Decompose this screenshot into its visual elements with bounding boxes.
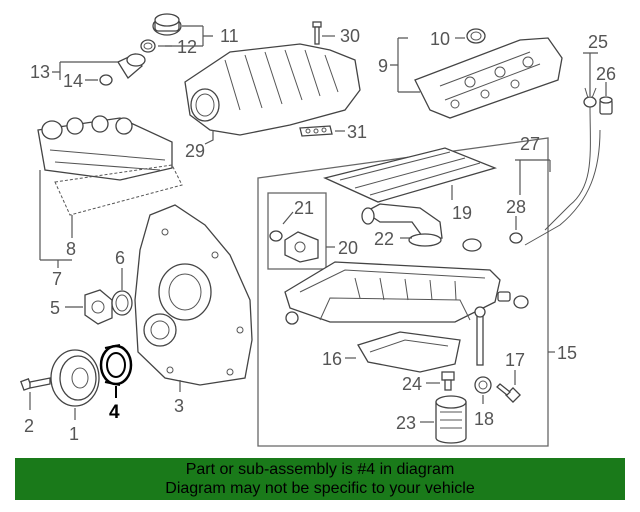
- filler-cap-seal[interactable]: [140, 39, 156, 53]
- callout-1: 1: [69, 424, 79, 444]
- callout-30: 30: [340, 26, 360, 46]
- timing-cover[interactable]: [134, 204, 253, 386]
- oil-pan-plug[interactable]: [497, 291, 529, 309]
- callout-14: 14: [63, 71, 83, 91]
- callout-16: 16: [322, 349, 342, 369]
- callout-5: 5: [50, 298, 60, 318]
- valve-cover-gasket[interactable]: [54, 164, 183, 216]
- manifold-gasket[interactable]: [299, 125, 333, 137]
- front-cover-housing[interactable]: [84, 289, 113, 325]
- callout-3: 3: [174, 396, 184, 416]
- callout-6: 6: [115, 248, 125, 268]
- oil-pickup-tube[interactable]: [361, 203, 443, 247]
- banner-line-2: Diagram may not be specific to your vehi…: [165, 480, 475, 497]
- callout-12: 12: [177, 37, 197, 57]
- filler-tube-oring[interactable]: [99, 74, 113, 86]
- callout-15: 15: [557, 343, 577, 363]
- callout-23: 23: [396, 413, 416, 433]
- info-banner: Part or sub-assembly is #4 in diagram Di…: [15, 458, 625, 500]
- callout-19: 19: [452, 203, 472, 223]
- dipstick-tube[interactable]: [524, 129, 601, 246]
- oil-pan-baffle[interactable]: [323, 147, 497, 203]
- engine-parts-diagram: 11 12 13 14 29 30 31: [20, 13, 616, 447]
- callout-11: 11: [220, 26, 239, 46]
- oil-pan-bolt[interactable]: [496, 383, 521, 403]
- dipstick-cap[interactable]: [599, 96, 613, 115]
- oil-filler-cap[interactable]: [152, 13, 182, 36]
- callout-20: 20: [338, 238, 358, 258]
- intake-manifold[interactable]: [184, 43, 361, 136]
- callout-22: 22: [374, 229, 394, 249]
- manifold-bolt[interactable]: [312, 21, 322, 45]
- oil-level-sensor[interactable]: [474, 306, 486, 366]
- callout-18: 18: [474, 409, 494, 429]
- oil-dipstick[interactable]: [544, 87, 597, 231]
- oil-pan-lower[interactable]: [357, 331, 461, 373]
- balancer-bolt[interactable]: [20, 377, 51, 391]
- oil-pan[interactable]: [284, 261, 501, 325]
- callout-8: 8: [66, 239, 76, 259]
- banner-line-1: Part or sub-assembly is #4 in diagram: [185, 461, 455, 478]
- callout-25: 25: [588, 32, 608, 52]
- callout-21: 21: [294, 198, 314, 218]
- callout-10: 10: [430, 29, 450, 49]
- oil-filler-tube[interactable]: [117, 53, 146, 79]
- oil-filter[interactable]: [435, 395, 467, 444]
- sensor-oring[interactable]: [269, 230, 283, 242]
- callout-4-highlighted: 4: [109, 402, 120, 423]
- front-crankshaft-seal[interactable]: [99, 344, 133, 386]
- housing-gasket[interactable]: [111, 290, 133, 316]
- dipstick-tube-seal[interactable]: [509, 232, 523, 244]
- oil-drain-plug[interactable]: [441, 371, 455, 391]
- callout-2: 2: [24, 416, 34, 436]
- callout-13: 13: [30, 62, 50, 82]
- valve-cover-left[interactable]: [37, 115, 173, 181]
- callout-28: 28: [506, 197, 526, 217]
- sealing-washer[interactable]: [474, 376, 492, 394]
- callout-7: 7: [52, 269, 62, 289]
- callout-29: 29: [185, 141, 205, 161]
- pickup-seal[interactable]: [462, 238, 482, 252]
- callout-9: 9: [378, 56, 388, 76]
- sensor-group-box: [267, 192, 327, 270]
- callout-31: 31: [347, 122, 367, 142]
- valve-cover-seal[interactable]: [466, 28, 486, 44]
- callout-24: 24: [402, 374, 422, 394]
- callout-17: 17: [505, 350, 525, 370]
- callout-26: 26: [596, 64, 616, 84]
- valve-cover-right[interactable]: [414, 37, 563, 119]
- callout-27: 27: [520, 134, 540, 154]
- oil-pressure-sensor[interactable]: [284, 231, 319, 263]
- harmonic-balancer[interactable]: [50, 349, 100, 407]
